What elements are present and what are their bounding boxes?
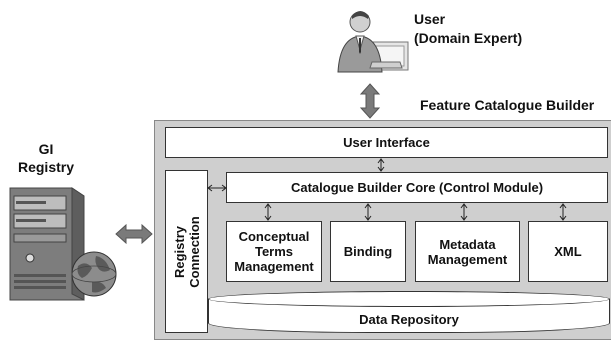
conceptual-terms-management-box: Conceptual Terms Management xyxy=(226,221,322,282)
builder-title: Feature Catalogue Builder xyxy=(420,97,595,113)
binding-box: Binding xyxy=(330,221,406,282)
catalogue-builder-core-box: Catalogue Builder Core (Control Module) xyxy=(226,172,608,203)
gi-registry-label-line1: GI xyxy=(38,141,54,157)
data-repository-top xyxy=(208,291,610,307)
server-icon xyxy=(9,187,117,301)
gi-registry-label-line2: Registry xyxy=(17,159,75,175)
user-icon xyxy=(337,11,409,73)
xml-box: XML xyxy=(528,221,608,282)
user-label-line2: (Domain Expert) xyxy=(414,30,523,46)
connector-arrows xyxy=(207,158,567,221)
catalogue-builder-core-label: Catalogue Builder Core (Control Module) xyxy=(290,180,544,195)
user-builder-double-arrow xyxy=(359,83,381,119)
gi-registry-label: GI Registry xyxy=(16,140,76,176)
metadata-management-label: Metadata Management xyxy=(428,237,507,267)
conceptual-line3: Management xyxy=(234,259,314,274)
user-label-line1: User xyxy=(414,11,446,27)
conceptual-terms-management-label: Conceptual Terms Management xyxy=(234,229,313,274)
conceptual-line2: Terms xyxy=(254,244,294,259)
metadata-management-box: Metadata Management xyxy=(415,221,520,282)
xml-label: XML xyxy=(554,244,582,259)
binding-label: Binding xyxy=(343,244,393,259)
user-label: User (Domain Expert) xyxy=(414,10,522,48)
metadata-line1: Metadata xyxy=(439,236,496,252)
user-interface-label: User Interface xyxy=(343,135,430,150)
metadata-line2: Management xyxy=(427,251,508,267)
registry-builder-double-arrow xyxy=(115,223,153,245)
user-interface-box: User Interface xyxy=(165,127,608,158)
data-repository-label: Data Repository xyxy=(359,312,459,327)
conceptual-line1: Conceptual xyxy=(238,229,310,244)
